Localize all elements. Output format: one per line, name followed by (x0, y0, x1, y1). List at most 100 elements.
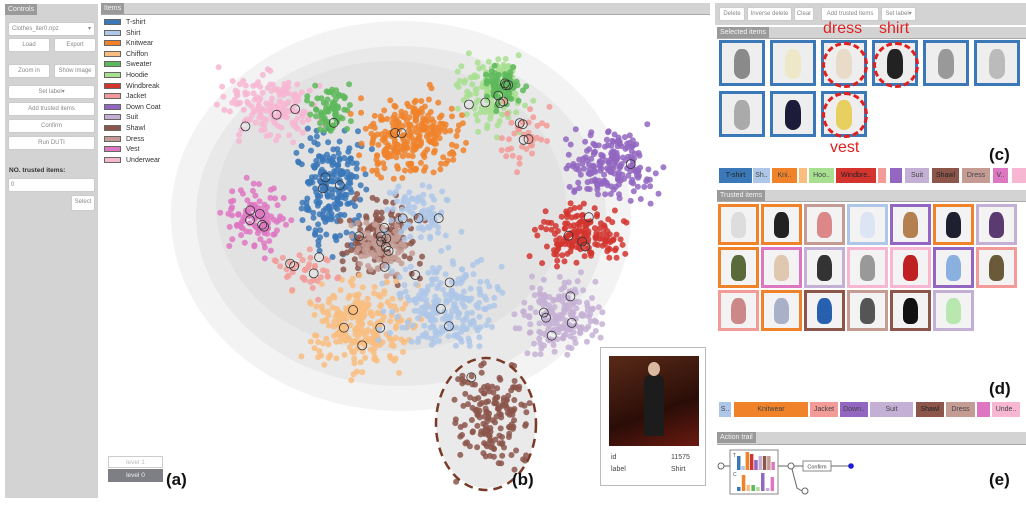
data-point[interactable] (625, 172, 632, 179)
data-point[interactable] (589, 332, 596, 339)
data-point[interactable] (382, 128, 389, 135)
data-point[interactable] (317, 227, 324, 234)
data-point[interactable] (429, 204, 436, 211)
legend-item[interactable]: Underwear (104, 156, 184, 166)
data-point[interactable] (600, 230, 607, 237)
trail-current-node[interactable] (848, 463, 854, 469)
data-point[interactable] (436, 330, 443, 337)
data-point[interactable] (261, 240, 267, 247)
data-point[interactable] (392, 325, 399, 332)
data-point[interactable] (335, 322, 342, 329)
data-point[interactable] (579, 160, 586, 167)
data-point[interactable] (268, 99, 274, 106)
data-point[interactable] (607, 191, 614, 197)
data-point[interactable] (611, 207, 618, 214)
data-point[interactable] (257, 83, 264, 90)
data-point[interactable] (256, 181, 262, 188)
data-point[interactable] (442, 160, 449, 167)
data-point[interactable] (330, 146, 337, 153)
data-point[interactable] (334, 162, 341, 169)
data-point[interactable] (234, 92, 241, 99)
data-point[interactable] (567, 223, 574, 229)
data-point[interactable] (589, 306, 596, 313)
data-point[interactable] (488, 68, 495, 75)
data-point[interactable] (442, 232, 449, 239)
data-point[interactable] (405, 198, 412, 205)
data-point[interactable] (504, 110, 511, 117)
data-point[interactable] (445, 244, 452, 251)
data-point[interactable] (537, 285, 544, 292)
data-point[interactable] (526, 329, 533, 336)
data-point[interactable] (483, 322, 490, 328)
data-point[interactable] (602, 191, 609, 198)
data-point[interactable] (325, 211, 332, 218)
label-segment[interactable]: Shawl (932, 168, 959, 183)
data-point[interactable] (593, 319, 600, 325)
data-point[interactable] (440, 286, 446, 293)
data-point[interactable] (303, 203, 310, 210)
data-point[interactable] (616, 191, 622, 198)
data-point[interactable] (431, 211, 438, 217)
data-point[interactable] (346, 145, 353, 152)
data-point[interactable] (548, 226, 555, 233)
data-point[interactable] (432, 293, 439, 300)
data-point[interactable] (491, 62, 498, 69)
data-point[interactable] (483, 71, 489, 78)
data-point[interactable] (516, 154, 523, 161)
data-point[interactable] (230, 197, 237, 204)
data-point[interactable] (563, 136, 569, 143)
data-point[interactable] (526, 400, 533, 407)
data-point[interactable] (457, 433, 464, 440)
data-point[interactable] (264, 66, 271, 73)
data-point[interactable] (382, 198, 389, 205)
data-point[interactable] (358, 95, 364, 102)
data-point[interactable] (522, 457, 529, 464)
data-point[interactable] (452, 342, 459, 349)
data-point[interactable] (541, 330, 548, 337)
data-point[interactable] (460, 402, 467, 409)
data-point[interactable] (595, 191, 601, 198)
data-point[interactable] (459, 300, 466, 307)
data-point[interactable] (439, 316, 446, 322)
data-point[interactable] (401, 282, 408, 288)
data-point[interactable] (339, 115, 346, 122)
data-point[interactable] (448, 105, 455, 112)
data-point[interactable] (411, 307, 418, 314)
data-point[interactable] (617, 236, 624, 243)
data-point[interactable] (353, 173, 360, 180)
data-point[interactable] (266, 238, 273, 244)
data-point[interactable] (390, 114, 397, 121)
data-point[interactable] (348, 377, 355, 384)
file-select[interactable]: Clothes_iter0.npz▾ (8, 22, 95, 36)
data-point[interactable] (422, 164, 429, 171)
data-point[interactable] (354, 191, 361, 197)
data-point[interactable] (255, 79, 262, 86)
data-point[interactable] (591, 225, 598, 232)
data-point[interactable] (468, 319, 475, 326)
data-point[interactable] (475, 411, 482, 417)
data-point[interactable] (274, 202, 281, 209)
data-point[interactable] (315, 339, 321, 345)
data-point[interactable] (368, 146, 375, 153)
data-point[interactable] (419, 253, 426, 260)
data-point[interactable] (341, 95, 348, 102)
data-point[interactable] (559, 298, 566, 304)
data-point[interactable] (505, 392, 512, 399)
data-point[interactable] (391, 254, 397, 261)
data-point[interactable] (542, 208, 549, 215)
data-point[interactable] (543, 243, 550, 250)
delete-button[interactable]: Delete (719, 7, 745, 21)
data-point[interactable] (371, 112, 378, 119)
data-point[interactable] (520, 87, 526, 94)
data-point[interactable] (251, 108, 258, 115)
data-point[interactable] (468, 417, 475, 423)
data-point[interactable] (246, 220, 253, 227)
data-point[interactable] (455, 376, 462, 383)
data-point[interactable] (397, 293, 404, 300)
data-point[interactable] (428, 341, 435, 348)
data-point[interactable] (296, 252, 303, 259)
data-point[interactable] (359, 237, 366, 244)
data-point[interactable] (283, 100, 290, 107)
data-point[interactable] (478, 369, 485, 376)
data-point[interactable] (616, 164, 623, 171)
